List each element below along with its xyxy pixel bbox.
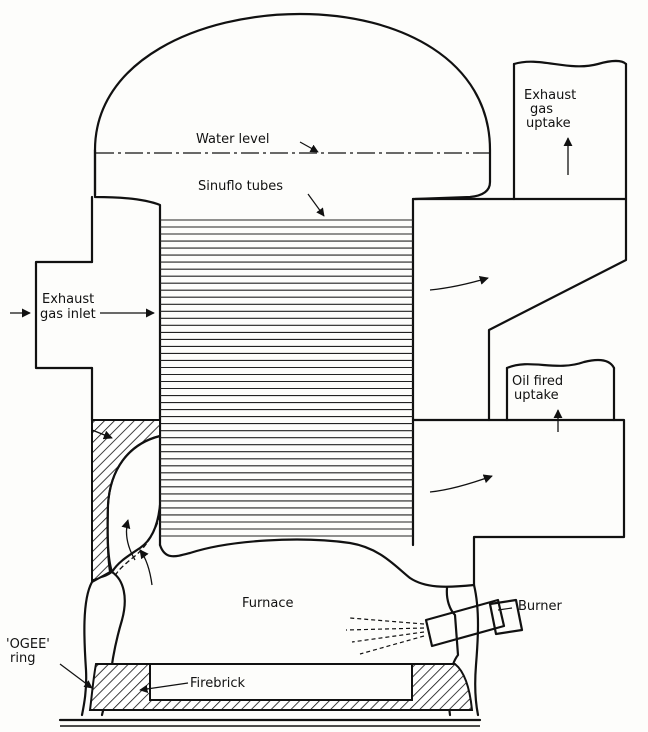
ogee-ring-left <box>80 580 94 717</box>
oil-uptake-rim <box>505 358 616 370</box>
firebrick-label: Firebrick <box>190 676 246 691</box>
exhaust-inlet-label-1: Exhaust <box>42 292 94 307</box>
burner <box>345 598 524 655</box>
water-level-label: Water level <box>196 132 269 147</box>
sinuflo-tubes-label: Sinuflo tubes <box>198 179 283 194</box>
oil-fired-uptake-pipe <box>505 366 616 422</box>
steam-dome <box>93 12 492 201</box>
left-shell <box>93 148 162 547</box>
firebrick-inner-cavity <box>149 663 413 701</box>
furnace-crown <box>158 538 476 588</box>
oil-gas-box <box>411 418 626 587</box>
right-lower-shell <box>472 583 480 717</box>
ogee-ring-label-1: 'OGEE' <box>6 637 50 652</box>
ogee-ring-left-web <box>91 571 113 581</box>
exhaust-uptake-label-2: gas <box>530 102 553 117</box>
sinuflo-tube-bank <box>160 219 413 537</box>
left-water-wall-dashed <box>114 514 161 577</box>
burner-label: Burner <box>518 599 563 614</box>
exhaust-uptake-label-3: uptake <box>526 116 571 131</box>
exhaust-uptake-rim <box>512 59 628 68</box>
left-gas-passage <box>106 434 162 574</box>
leader-lines <box>59 141 513 694</box>
ogee-ring-label-2: ring <box>10 651 35 666</box>
exhaust-uptake-label-1: Exhaust <box>524 88 576 103</box>
exhaust-inlet-box <box>34 260 94 370</box>
exhaust-inlet-label-2: gas inlet <box>40 307 96 322</box>
oil-uptake-label-1: Oil fired <box>512 374 563 389</box>
exhaust-gas-box <box>411 197 628 422</box>
left-water-wall-inner <box>110 503 162 574</box>
oil-uptake-label-2: uptake <box>514 388 559 403</box>
furnace-label: Furnace <box>242 596 293 611</box>
burner-spray <box>345 617 425 655</box>
flow-arrows <box>10 137 573 586</box>
exhaust-gas-uptake-pipe <box>512 62 628 201</box>
